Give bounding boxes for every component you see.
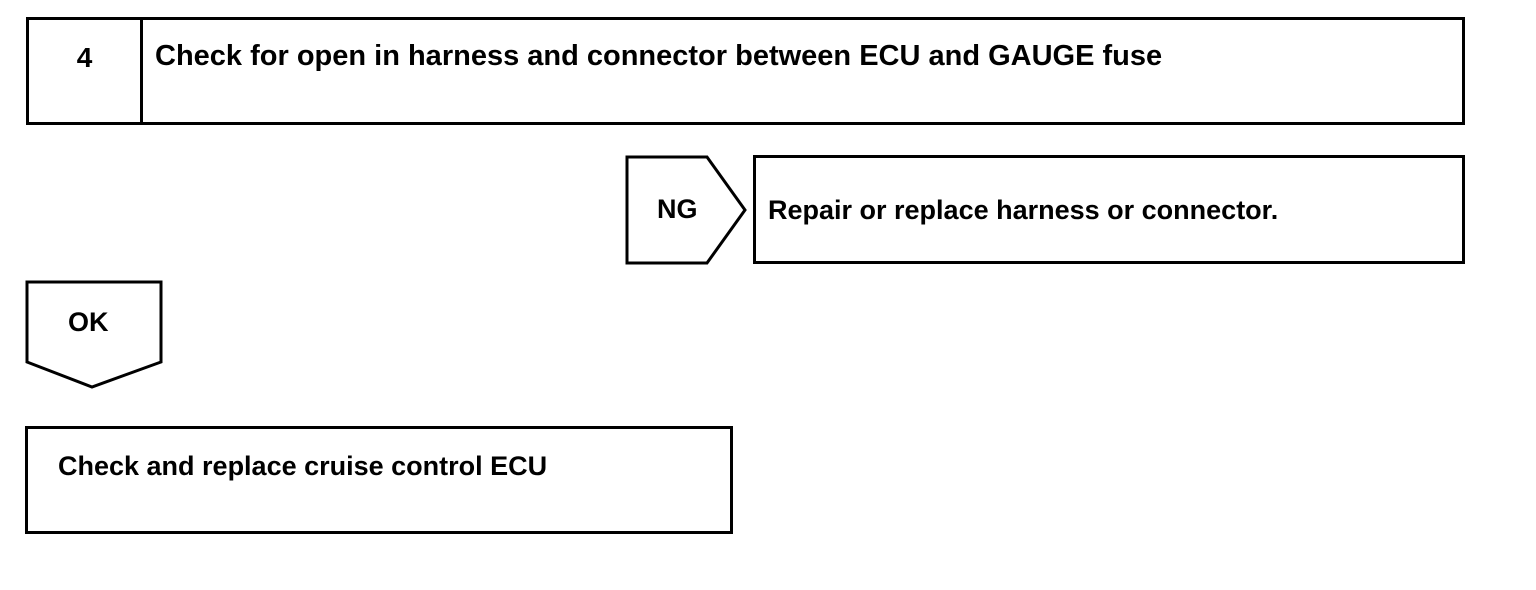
step-number: 4 <box>29 20 143 122</box>
ng-label: NG <box>657 194 698 224</box>
ok-arrow-shape <box>25 280 163 389</box>
ng-action: Repair or replace harness or connector. <box>768 195 1279 225</box>
ok-action: Check and replace cruise control ECU <box>58 451 548 481</box>
ng-result-box: Repair or replace harness or connector. <box>753 155 1465 264</box>
ng-arrow-shape <box>625 155 747 265</box>
step-box: 4 Check for open in harness and connecto… <box>26 17 1465 125</box>
ok-label: OK <box>68 307 109 337</box>
ok-result-box: Check and replace cruise control ECU <box>25 426 733 534</box>
step-title: Check for open in harness and connector … <box>155 40 1163 72</box>
